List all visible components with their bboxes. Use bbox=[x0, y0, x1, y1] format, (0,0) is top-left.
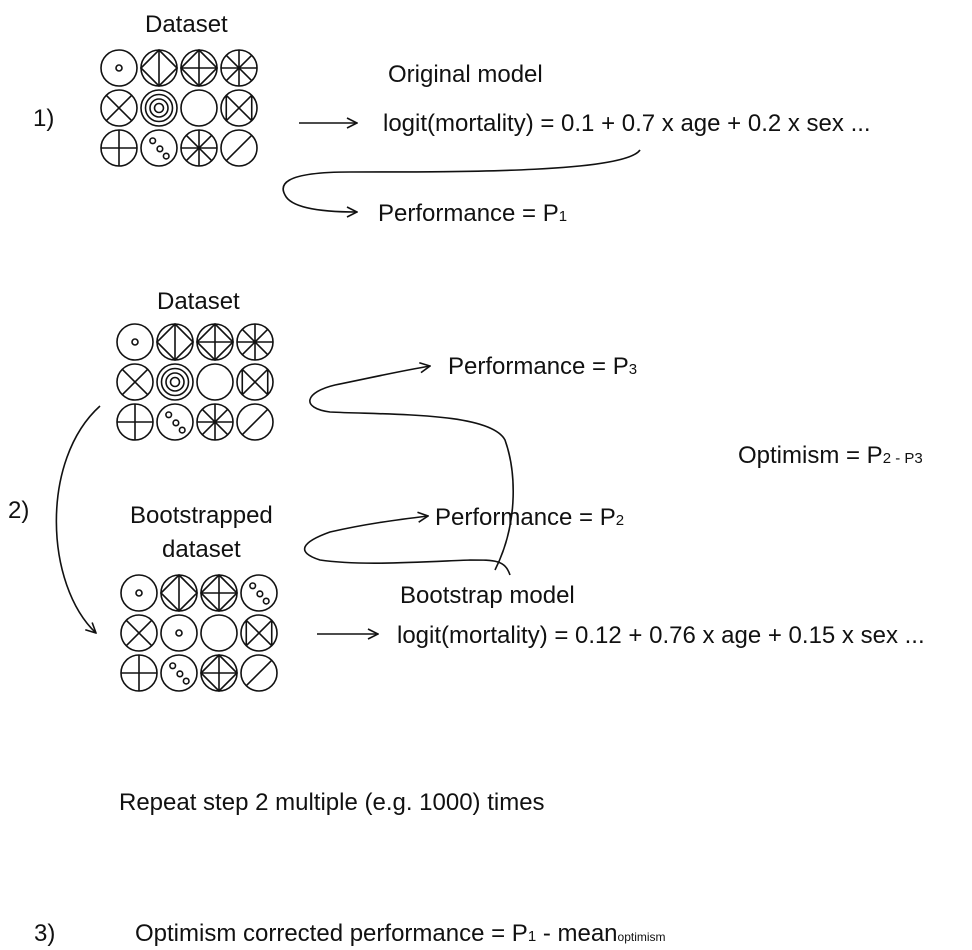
step2-performance-p2: Performance = P2 bbox=[435, 504, 624, 531]
step2-symbol-slash-icon bbox=[236, 403, 274, 441]
step2-number: 2) bbox=[8, 497, 29, 524]
step1-performance-arrow bbox=[282, 149, 641, 212]
step2-performance-p3: Performance = P3 bbox=[448, 353, 637, 380]
bootstrap-symbol-empty-icon bbox=[200, 614, 238, 652]
step3-number: 3) bbox=[34, 920, 55, 947]
step2-symbol-star-icon bbox=[236, 323, 274, 361]
bootstrap-symbol-dots-icon bbox=[240, 574, 278, 612]
step2-symbol-dots-icon bbox=[156, 403, 194, 441]
bootstrapped-label-line1: Bootstrapped bbox=[130, 502, 273, 529]
step3-formula: Optimism corrected performance = P1 - me… bbox=[135, 920, 666, 947]
original-model-equation: logit(mortality) = 0.1 + 0.7 x age + 0.2… bbox=[383, 110, 871, 137]
resample-arrow bbox=[55, 405, 101, 633]
step1-symbol-empty-icon bbox=[180, 89, 218, 127]
step1-performance-subscript: 1 bbox=[559, 208, 567, 225]
step1-symbol-dot-icon bbox=[100, 49, 138, 87]
step2-symbol-x-icon bbox=[116, 363, 154, 401]
step1-symbol-dots-icon bbox=[140, 129, 178, 167]
optimism-sub3: 3 bbox=[914, 450, 922, 467]
step3-sub-optimism: optimism bbox=[618, 930, 666, 944]
bootstrap-symbol-xbar-icon bbox=[240, 614, 278, 652]
step3-prefix: Optimism corrected performance = P bbox=[135, 920, 528, 947]
bootstrap-symbol-dot-icon bbox=[120, 574, 158, 612]
bootstrap-symbol-plus-icon bbox=[120, 654, 158, 692]
p2-subscript: 2 bbox=[616, 512, 624, 529]
step1-performance-prefix: Performance = P bbox=[378, 200, 559, 227]
step2-symbol-xbar-icon bbox=[236, 363, 274, 401]
model-to-p2-arrow bbox=[303, 516, 511, 576]
bootstrap-symbol-x-icon bbox=[120, 614, 158, 652]
step1-symbol-star-icon bbox=[220, 49, 258, 87]
bootstrap-model-equation: logit(mortality) = 0.12 + 0.76 x age + 0… bbox=[397, 622, 925, 649]
optimism-sub2: 2 bbox=[883, 450, 891, 467]
step2-symbol-asterisk-icon bbox=[196, 403, 234, 441]
bootstrap-symbol-plusdiamond-icon bbox=[199, 653, 239, 693]
bootstrap-model-title: Bootstrap model bbox=[400, 582, 575, 609]
repeat-instruction: Repeat step 2 multiple (e.g. 1000) times bbox=[119, 789, 545, 816]
step3-mid: - mean bbox=[536, 920, 617, 947]
bootstrap-symbol-slash-icon bbox=[240, 654, 278, 692]
step3-sub1: 1 bbox=[528, 928, 536, 945]
step2-symbol-plus-icon bbox=[116, 403, 154, 441]
step1-dataset-label: Dataset bbox=[145, 11, 228, 38]
step1-dataset-grid bbox=[100, 48, 258, 167]
step2-symbol-target-icon bbox=[156, 363, 194, 401]
step1-symbol-xbar-icon bbox=[220, 89, 258, 127]
optimism-prefix: Optimism = P bbox=[738, 442, 883, 469]
bootstrapped-label-line2: dataset bbox=[162, 536, 241, 563]
optimism-formula: Optimism = P2 - P3 bbox=[738, 442, 923, 469]
optimism-minus: - P bbox=[891, 450, 914, 467]
bootstrap-symbol-dots-icon bbox=[160, 654, 198, 692]
step1-symbol-x-icon bbox=[100, 89, 138, 127]
p2-prefix: Performance = P bbox=[435, 504, 616, 531]
step1-symbol-plusdiamond-icon bbox=[179, 48, 219, 88]
step2-dataset-label: Dataset bbox=[157, 288, 240, 315]
step1-symbol-target-icon bbox=[140, 89, 178, 127]
step1-symbol-asterisk-icon bbox=[180, 129, 218, 167]
step2-symbol-plusdiamond-icon bbox=[195, 322, 235, 362]
step2-symbol-diamond-icon bbox=[155, 322, 195, 362]
bootstrap-symbol-plusdiamond-icon bbox=[199, 573, 239, 613]
bootstrap-symbol-dot-icon bbox=[160, 614, 198, 652]
step2-symbol-dot-icon bbox=[116, 323, 154, 361]
bootstrapped-dataset-grid bbox=[120, 573, 278, 693]
original-model-title: Original model bbox=[388, 61, 543, 88]
step1-symbol-diamond-icon bbox=[139, 48, 179, 88]
step2-symbol-empty-icon bbox=[196, 363, 234, 401]
model-to-p3-arrow bbox=[309, 366, 514, 571]
bootstrap-symbol-diamond-icon bbox=[159, 573, 199, 613]
p3-subscript: 3 bbox=[629, 361, 637, 378]
step1-number: 1) bbox=[33, 105, 54, 132]
step1-symbol-plus-icon bbox=[100, 129, 138, 167]
step2-dataset-grid bbox=[116, 322, 274, 441]
p3-prefix: Performance = P bbox=[448, 353, 629, 380]
step1-performance: Performance = P1 bbox=[378, 200, 567, 227]
step1-symbol-slash-icon bbox=[220, 129, 258, 167]
